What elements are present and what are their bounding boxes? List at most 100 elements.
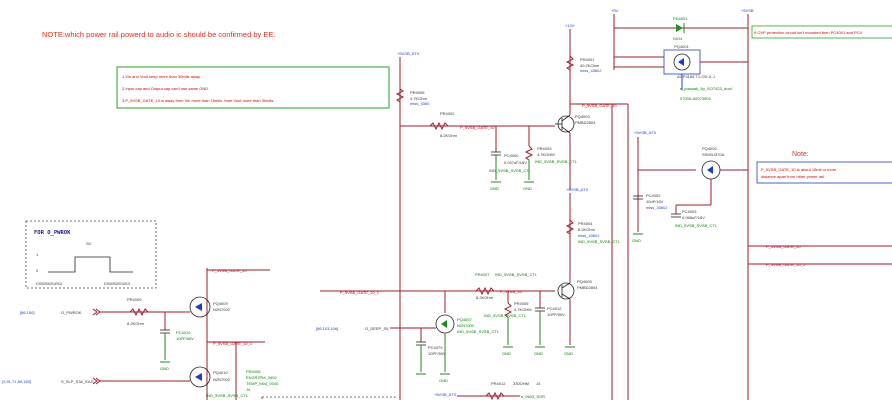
resistor-pr4004 bbox=[565, 219, 575, 235]
pq4007-label: PQ4007 bbox=[457, 317, 472, 322]
rail-5v: +5V bbox=[611, 8, 619, 13]
mosfet-pq4009 bbox=[189, 296, 211, 318]
timing-s0: S0 bbox=[86, 241, 92, 246]
pr4001-value: 40.2KOhm bbox=[580, 63, 600, 68]
gnd-label-1: GND bbox=[490, 186, 499, 191]
pc4010-label: PC4010 bbox=[176, 330, 191, 335]
pr4012-j: J4 bbox=[536, 381, 541, 386]
pr4007-value: 8.2KOhm bbox=[476, 295, 494, 300]
pq4003-label: PQ4003 bbox=[575, 114, 590, 119]
right-note-line-2: distance apart from other power rail. bbox=[761, 174, 825, 179]
rail-5vsb-atx-1: +5VSB_ATX bbox=[397, 51, 420, 56]
net-o-deep-s5: O_DEEP_S5 bbox=[365, 326, 389, 331]
pq4005-part: PMBD2804 bbox=[577, 285, 598, 290]
pr4002-label: PR4002 bbox=[440, 111, 455, 116]
timing-right-state: DS5/S5/S4/S3 bbox=[104, 281, 131, 286]
right-note-box bbox=[756, 161, 892, 184]
pc4010-value: 10PF/50V bbox=[176, 336, 194, 341]
rail-5vsb-atx-4: +5VSB_ATX bbox=[434, 392, 457, 397]
top-note: NOTE:which power rail powerd to audio ic… bbox=[42, 30, 275, 39]
pq4001-code: 07005-A0073003 bbox=[680, 96, 711, 101]
rail-12v: +12V bbox=[565, 23, 575, 28]
pr4003-net: IND_5VSB_SVSB_CTL bbox=[535, 159, 578, 164]
resistor-pr4009 bbox=[129, 307, 149, 317]
gnd-label-2: GND bbox=[523, 186, 532, 191]
guide-line-2: 2.Input cap and Output cap can't use sam… bbox=[122, 86, 209, 91]
pc4000-label: PC4000 bbox=[504, 153, 519, 158]
net-gate10-d: P_5VSB_GATE_10 bbox=[212, 268, 247, 273]
pr4003-value: 4.7KOHM bbox=[537, 152, 555, 157]
pq4002-part: SSM3J370A bbox=[702, 152, 725, 157]
gnd-label-7: GND bbox=[439, 378, 448, 383]
pr4001-label: PR4001 bbox=[580, 57, 595, 62]
timing-left-state: DS5/S5/S4/S3 bbox=[36, 281, 63, 286]
pc4003-label: PC4003 bbox=[682, 209, 697, 214]
pq4007-part: N2N7002 bbox=[457, 323, 475, 328]
pq4009-label: PQ4009 bbox=[213, 301, 228, 306]
resistor-pr4005 bbox=[503, 302, 513, 318]
timing-waveform bbox=[48, 256, 133, 273]
ovp-note-box bbox=[751, 25, 892, 39]
pq4001-label: PQ4001 bbox=[674, 44, 689, 49]
pr4002-value: 8.2KOhm bbox=[440, 133, 458, 138]
right-note-title: Note: bbox=[792, 151, 809, 158]
pr4008-part: EKGR7PM_0402 bbox=[246, 375, 277, 380]
gnd-label-3: GND bbox=[632, 238, 641, 243]
pq4010-part: N2N7002 bbox=[213, 377, 231, 382]
pr4004-label: PR4004 bbox=[578, 221, 593, 226]
net-ind-ctl-c: IND_5VSB_SVSB_CTL bbox=[457, 329, 500, 334]
net-gate10-a: P_5VSB_GATE_10 bbox=[460, 125, 495, 130]
gnd-label-9: GND bbox=[160, 366, 169, 371]
pr4006-value: 4.7KOhm bbox=[410, 96, 428, 101]
pr4006-label: PR4006 bbox=[410, 90, 425, 95]
ref-mid: [86,103,106] bbox=[316, 326, 338, 331]
pr4004-net: IND_5VSB_SVSB_CTL bbox=[578, 239, 621, 244]
pr4003-label: PR4003 bbox=[537, 146, 552, 151]
net-gate10-1-b: P_5VSB_GATE_10_1 bbox=[340, 290, 380, 295]
pr4012-net: s_0603_SOR bbox=[521, 394, 545, 399]
net-ind-ctl-d: IND_5VSB_SVSB_CTL bbox=[206, 393, 249, 398]
pr4012-label: PR4012 bbox=[491, 381, 506, 386]
net-ind-ctl-a: IND_5VSB_SVSB_CTL bbox=[489, 168, 532, 173]
rail-5vsb: +5VSB bbox=[741, 8, 754, 13]
gnd-label-6: GND bbox=[534, 351, 543, 356]
pc4012-value: 10PF/50V bbox=[547, 312, 565, 317]
net-gate10-1-right: P_5VSB_GATE_10_1 bbox=[766, 262, 806, 267]
pr4004-sub: miss_4360J bbox=[578, 233, 599, 238]
offpage-arrow-1 bbox=[95, 308, 101, 316]
ref-left-2: [3,91,71,89,150] bbox=[2, 379, 31, 384]
right-note-line-1: P_5VSB_GATE_10 is about 15mil or more bbox=[761, 167, 837, 172]
pr4005-value: 4.7KOHM bbox=[514, 307, 532, 312]
transistor-pq4005 bbox=[557, 282, 575, 300]
pr4009-value: 8.2KOhm bbox=[127, 321, 145, 326]
resistor-pr4006 bbox=[395, 88, 405, 103]
pc4003-value: 0.068uF/16V bbox=[682, 215, 705, 220]
ovp-note: If OVP protection circuit isn't mounted,… bbox=[754, 30, 863, 35]
pr4009-label: PR4009 bbox=[127, 297, 142, 302]
net-gate10-c: P_5VSB_GATE_10 bbox=[766, 244, 801, 249]
net-s-slp-s3: S_SLP_S3#_IDLE bbox=[61, 379, 94, 384]
pr4008-label: PR4008 bbox=[246, 369, 261, 374]
pr4008-temp: TEMP_M04_0040 bbox=[246, 381, 279, 386]
timing-level-1: 1 bbox=[36, 252, 39, 257]
pc4079-label: PC4079 bbox=[428, 345, 443, 350]
pq4009-part: N2N7002 bbox=[213, 307, 231, 312]
ref-left-1: [86,150] bbox=[20, 310, 34, 315]
guide-line-1: 1.Vin and Vout keep more than 30mils awa… bbox=[122, 74, 201, 79]
pc4003-net: IND_5VSB_SVSB_CTL bbox=[675, 223, 718, 228]
rail-5vsb-atx-2: +5VSB_ATX bbox=[634, 130, 657, 135]
resistor-pr4007 bbox=[475, 286, 495, 296]
diode-pd4001 bbox=[676, 24, 683, 32]
pc4002-sub: miss_4360J bbox=[646, 205, 667, 210]
gnd-label-5: GND bbox=[502, 351, 511, 356]
pc4002-value: 10uF/16V bbox=[646, 199, 664, 204]
pr4012-value: 330OHM bbox=[513, 381, 529, 386]
offpage-arrow-2 bbox=[95, 377, 101, 385]
net-o-pwrok: O_PWROK bbox=[61, 310, 82, 315]
pr4006-sub: miss_4360 bbox=[410, 101, 430, 106]
pr4001-sub: miss_4360J bbox=[580, 68, 601, 73]
pc4012-label: PC4012 bbox=[547, 306, 562, 311]
pc4002-label: PC4002 bbox=[646, 193, 661, 198]
pq4010-label: PQ4010 bbox=[213, 370, 228, 375]
